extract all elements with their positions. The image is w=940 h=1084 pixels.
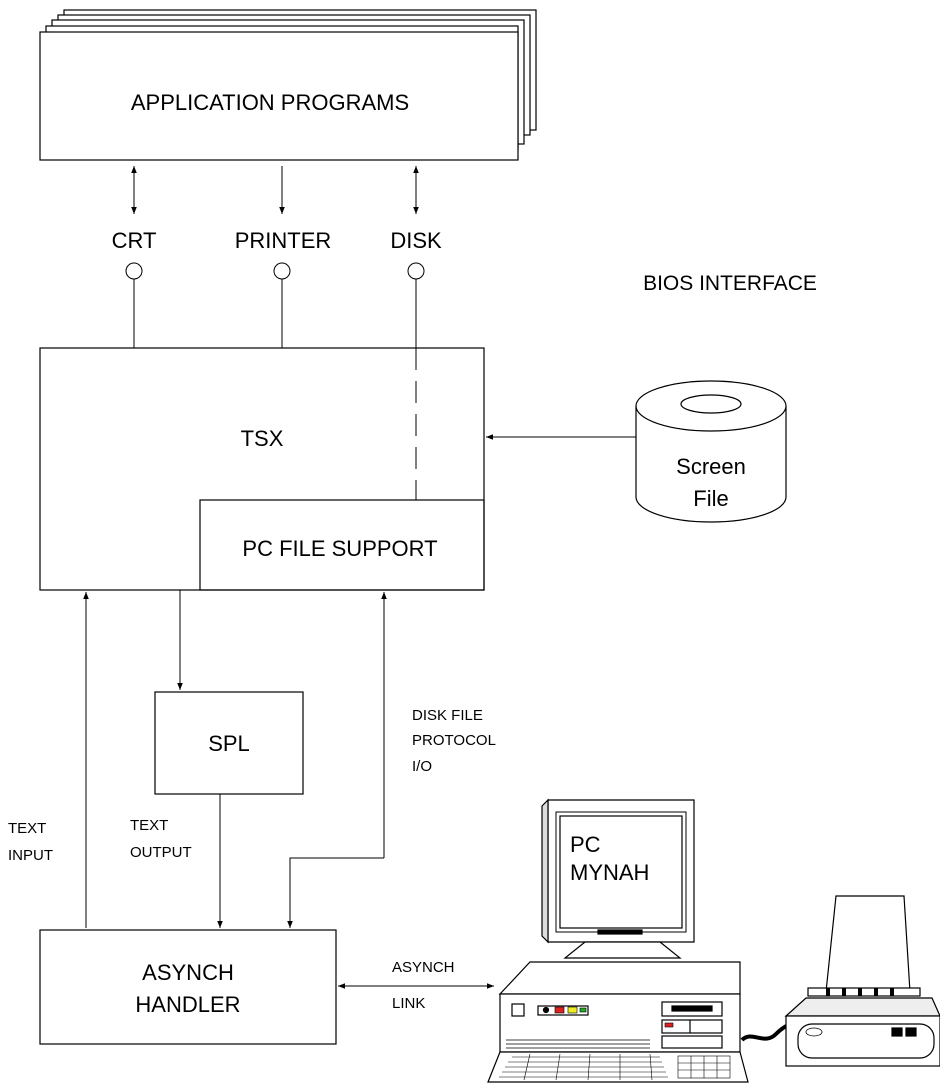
screen-file-line1: Screen	[676, 454, 746, 479]
text-output-label-1: TEXT	[130, 817, 168, 834]
pc-computer-icon	[487, 798, 749, 1083]
text-input-label-2: INPUT	[8, 847, 53, 864]
pc-label-line2: MYNAH	[570, 860, 649, 885]
printer-icon	[740, 895, 940, 1067]
asynch-link-label-1: ASYNCH	[392, 959, 455, 976]
disk-file-label-2: PROTOCOL	[412, 732, 496, 749]
tsx-label: TSX	[241, 426, 284, 451]
disk-file-label-1: DISK FILE	[412, 707, 483, 724]
pc-file-support-label: PC FILE SUPPORT	[242, 536, 437, 561]
application-programs-label: APPLICATION PROGRAMS	[131, 90, 409, 115]
application-programs-box	[39, 31, 519, 161]
application-programs-stack	[39, 9, 537, 161]
screen-file-line2: File	[693, 486, 728, 511]
asynch-link-label-2: LINK	[392, 995, 425, 1012]
printer-connector	[273, 262, 291, 280]
asynch-handler-line2: HANDLER	[135, 992, 240, 1017]
bios-interface-label: BIOS INTERFACE	[643, 272, 817, 295]
disk-connector	[407, 262, 425, 280]
pc-screen	[559, 815, 683, 929]
pc-label-line1: PC	[570, 832, 601, 857]
disk-file-arrow-down	[287, 857, 384, 928]
disk-label: DISK	[390, 228, 442, 253]
asynch-handler-line1: ASYNCH	[142, 960, 234, 985]
crt-label: CRT	[112, 228, 157, 253]
screen-file-cylinder	[635, 380, 787, 523]
asynch-handler-box	[39, 929, 337, 1045]
text-output-label-2: OUTPUT	[130, 844, 192, 861]
text-input-label-1: TEXT	[8, 820, 46, 837]
spl-box	[154, 691, 304, 795]
crt-connector	[125, 262, 143, 280]
printer-label: PRINTER	[235, 228, 332, 253]
pc-file-support-box	[199, 499, 485, 591]
spl-label: SPL	[208, 731, 250, 756]
disk-file-label-3: I/O	[412, 758, 432, 775]
